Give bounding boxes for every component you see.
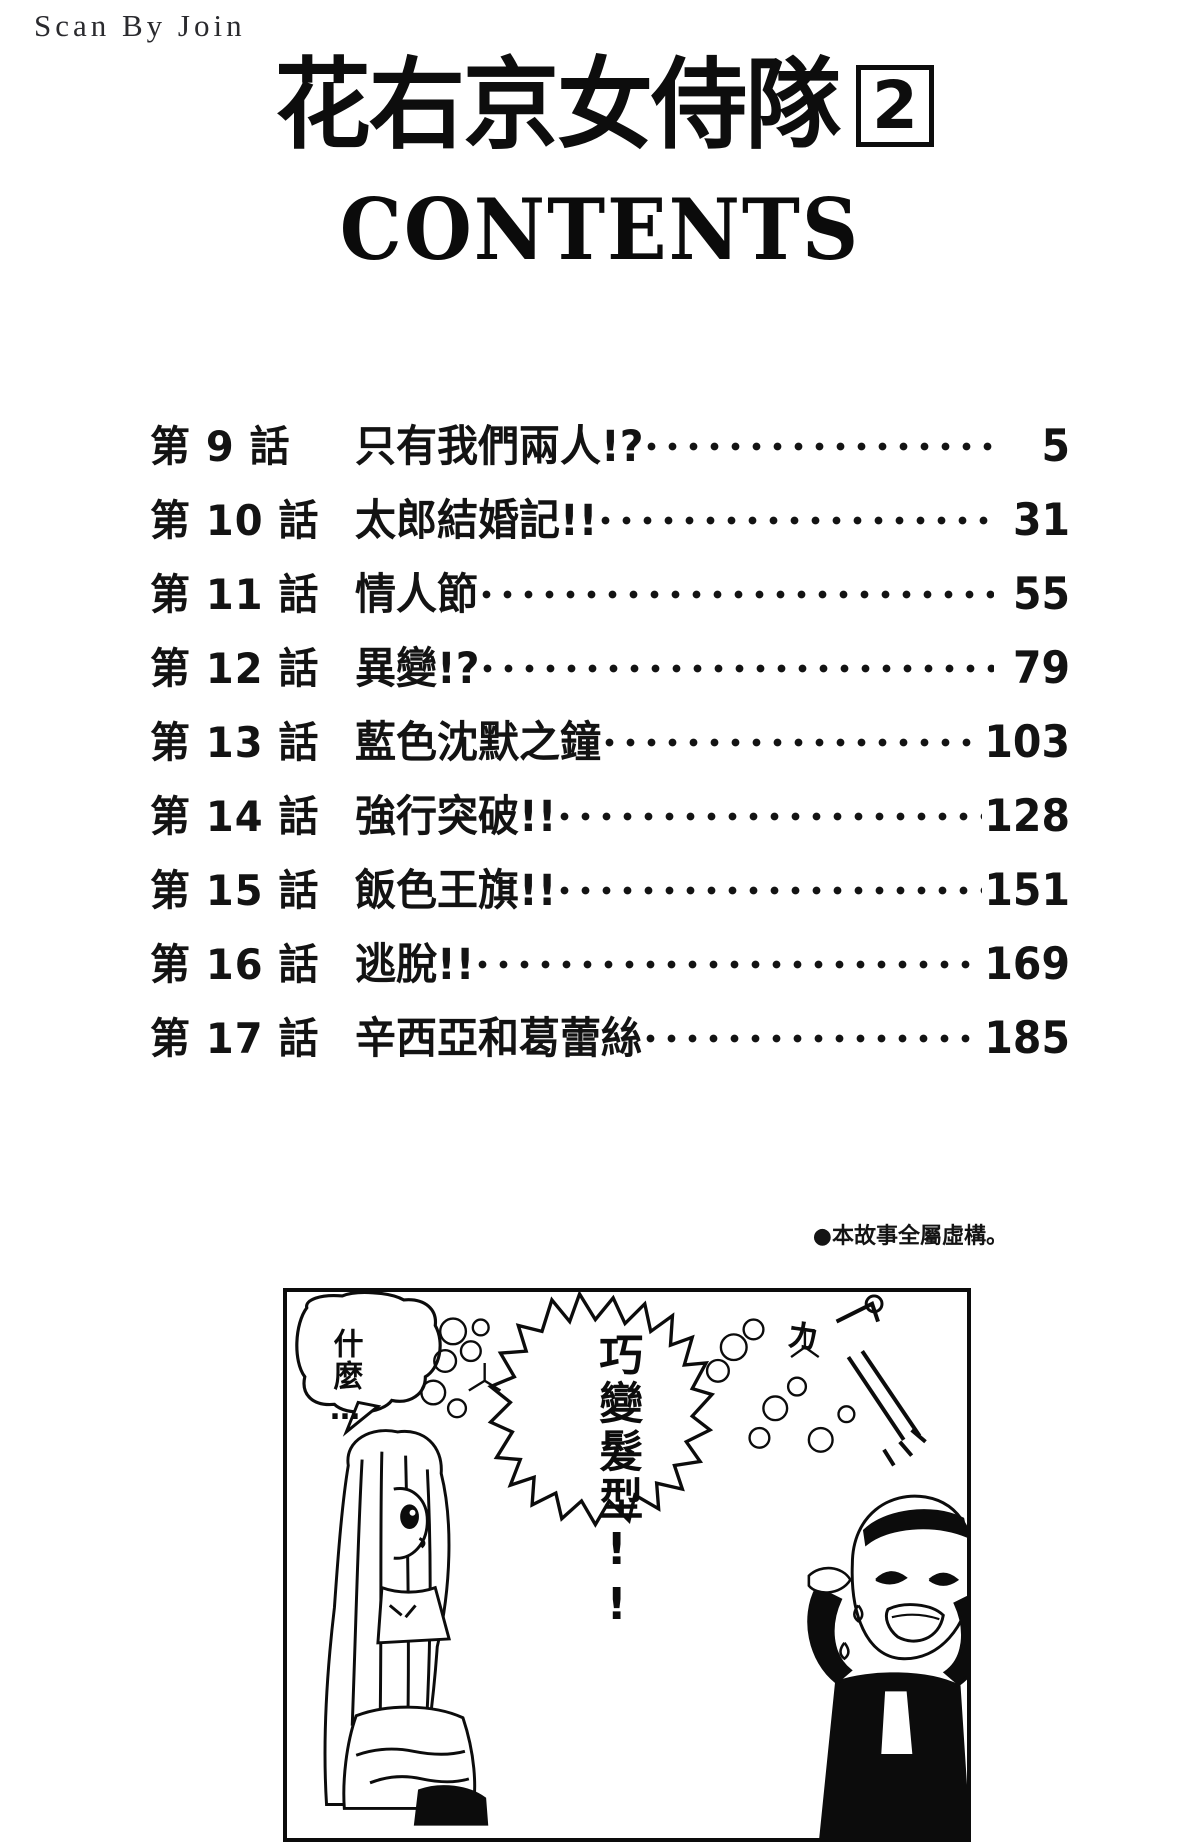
title-row: 花右京女侍隊 2 (0, 56, 1200, 155)
chapter-label: 第 10 話 (150, 497, 320, 546)
chapter-title: 飯色王旗!! (355, 865, 557, 916)
chapter-page-number: 79 (1012, 642, 1070, 694)
dot-leader (605, 715, 983, 756)
toc-row[interactable]: 第 13 話 藍色沈默之鐘 103 (150, 708, 1070, 782)
volume-box: 2 (856, 64, 934, 147)
chapter-label: 第 11 話 (150, 571, 320, 620)
chapter-label: 第 17 話 (150, 1015, 320, 1064)
chapter-title: 藍色沈默之鐘 (355, 717, 601, 768)
dot-leader (483, 641, 994, 682)
chapter-label: 第 15 話 (150, 867, 320, 916)
chapter-label: 第 13 話 (150, 719, 320, 768)
dot-leader (601, 493, 994, 534)
toc-row[interactable]: 第 10 話 太郎結婚記!! 31 (150, 486, 1070, 560)
chapter-title: 逃脫!! (355, 939, 475, 990)
motion-lines-icon (835, 1294, 927, 1467)
character-girl (323, 1429, 489, 1826)
chapter-label: 第 12 話 (150, 645, 320, 694)
chapter-page-number: 169 (984, 938, 1070, 990)
dot-leader (646, 1011, 983, 1052)
dot-leader (560, 789, 983, 830)
chapter-title: 只有我們兩人!? (355, 421, 644, 472)
comic-panel: 什麼… 巧變髮型!! カ (283, 1288, 971, 1842)
chapter-page-number: 151 (984, 864, 1070, 916)
dot-leader (560, 863, 983, 904)
speech-bubble-left (295, 1292, 442, 1414)
toc-row[interactable]: 第 16 話 逃脫!! 169 (150, 930, 1070, 1004)
sound-effect-text: カ (777, 1315, 822, 1357)
scan-credit: Scan By Join (34, 8, 246, 43)
speech-bubble-left-text: 什麼… (327, 1328, 363, 1429)
series-title: 花右京女侍隊 (274, 48, 841, 163)
chapter-page-number: 185 (984, 1012, 1070, 1064)
chapter-label: 第 14 話 (150, 793, 320, 842)
toc-row[interactable]: 第 17 話 辛西亞和葛蕾絲 185 (150, 1004, 1070, 1078)
toc-row[interactable]: 第 12 話 異變!? 79 (150, 634, 1070, 708)
dot-leader (482, 567, 994, 608)
chapter-title: 太郎結婚記!! (355, 495, 598, 546)
chapter-page-number: 103 (984, 716, 1070, 768)
toc-row[interactable]: 第 9 話 只有我們兩人!? 5 (150, 412, 1070, 486)
dot-leader (647, 419, 994, 460)
chapter-title: 異變!? (355, 643, 480, 694)
speech-bubble-left-tail (342, 1400, 382, 1437)
toc-row[interactable]: 第 15 話 飯色王旗!! 151 (150, 856, 1070, 930)
chapter-label: 第 16 話 (150, 941, 320, 990)
chapter-page-number: 31 (1012, 494, 1070, 546)
character-man (807, 1494, 967, 1838)
chapter-page-number: 55 (1012, 568, 1070, 620)
chapter-page-number: 5 (1041, 420, 1070, 472)
chapter-page-number: 128 (984, 790, 1070, 842)
toc-row[interactable]: 第 14 話 強行突破!! 128 (150, 782, 1070, 856)
shout-bubble-center-text: 巧變髮型!! (591, 1332, 643, 1634)
chapter-label: 第 9 話 (150, 423, 291, 472)
toc-row[interactable]: 第 11 話 情人節 55 (150, 560, 1070, 634)
chapter-title: 辛西亞和葛蕾絲 (355, 1013, 642, 1064)
fiction-disclaimer: ●本故事全屬虛構。 (812, 1224, 1008, 1249)
dot-leader (478, 937, 983, 978)
table-of-contents: 第 9 話 只有我們兩人!? 5 第 10 話 太郎結婚記!! 31 第 11 … (150, 412, 1070, 1078)
chapter-title: 強行突破!! (355, 791, 557, 842)
comic-artwork (295, 1292, 967, 1838)
shout-bubble-center (487, 1292, 716, 1528)
contents-heading: CONTENTS (339, 181, 861, 280)
sparkle-flowers (420, 1317, 856, 1453)
chapter-title: 情人節 (355, 569, 478, 620)
volume-number: 2 (872, 66, 918, 144)
